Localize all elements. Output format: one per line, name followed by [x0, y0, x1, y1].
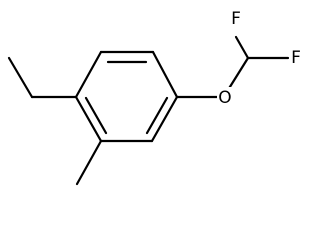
ring-bond-top-left [74, 50, 103, 99]
methyl-bond [75, 139, 103, 186]
atom-fluorine-left: F [229, 8, 243, 29]
benzene-ring [74, 50, 179, 143]
chemical-structure-diagram: O F F [7, 8, 303, 186]
ring-bond-bottom-right [150, 95, 179, 143]
oxygen-label-background [217, 87, 233, 107]
ethyl-group [7, 56, 78, 99]
fluorine-left-label-background [229, 8, 243, 28]
methyl-group [75, 139, 103, 186]
ring-double-bond-left [84, 96, 108, 135]
carbon-fluorine-left-bond [234, 35, 250, 60]
ring-double-bond-right [145, 96, 169, 135]
fluorine-right-label: F [291, 48, 301, 68]
ring-bond-bottom-left [74, 95, 103, 143]
ethyl-bond-2 [7, 56, 34, 99]
oxygen-carbon-bond [226, 56, 250, 92]
atom-oxygen: O [217, 87, 233, 108]
fluorine-right-label-background [289, 47, 303, 67]
atom-fluorine-right: F [289, 47, 303, 68]
difluoromethoxy-group [175, 35, 290, 99]
ring-bond-top-right [151, 50, 179, 99]
oxygen-label: O [218, 88, 231, 108]
fluorine-left-label: F [231, 9, 241, 29]
